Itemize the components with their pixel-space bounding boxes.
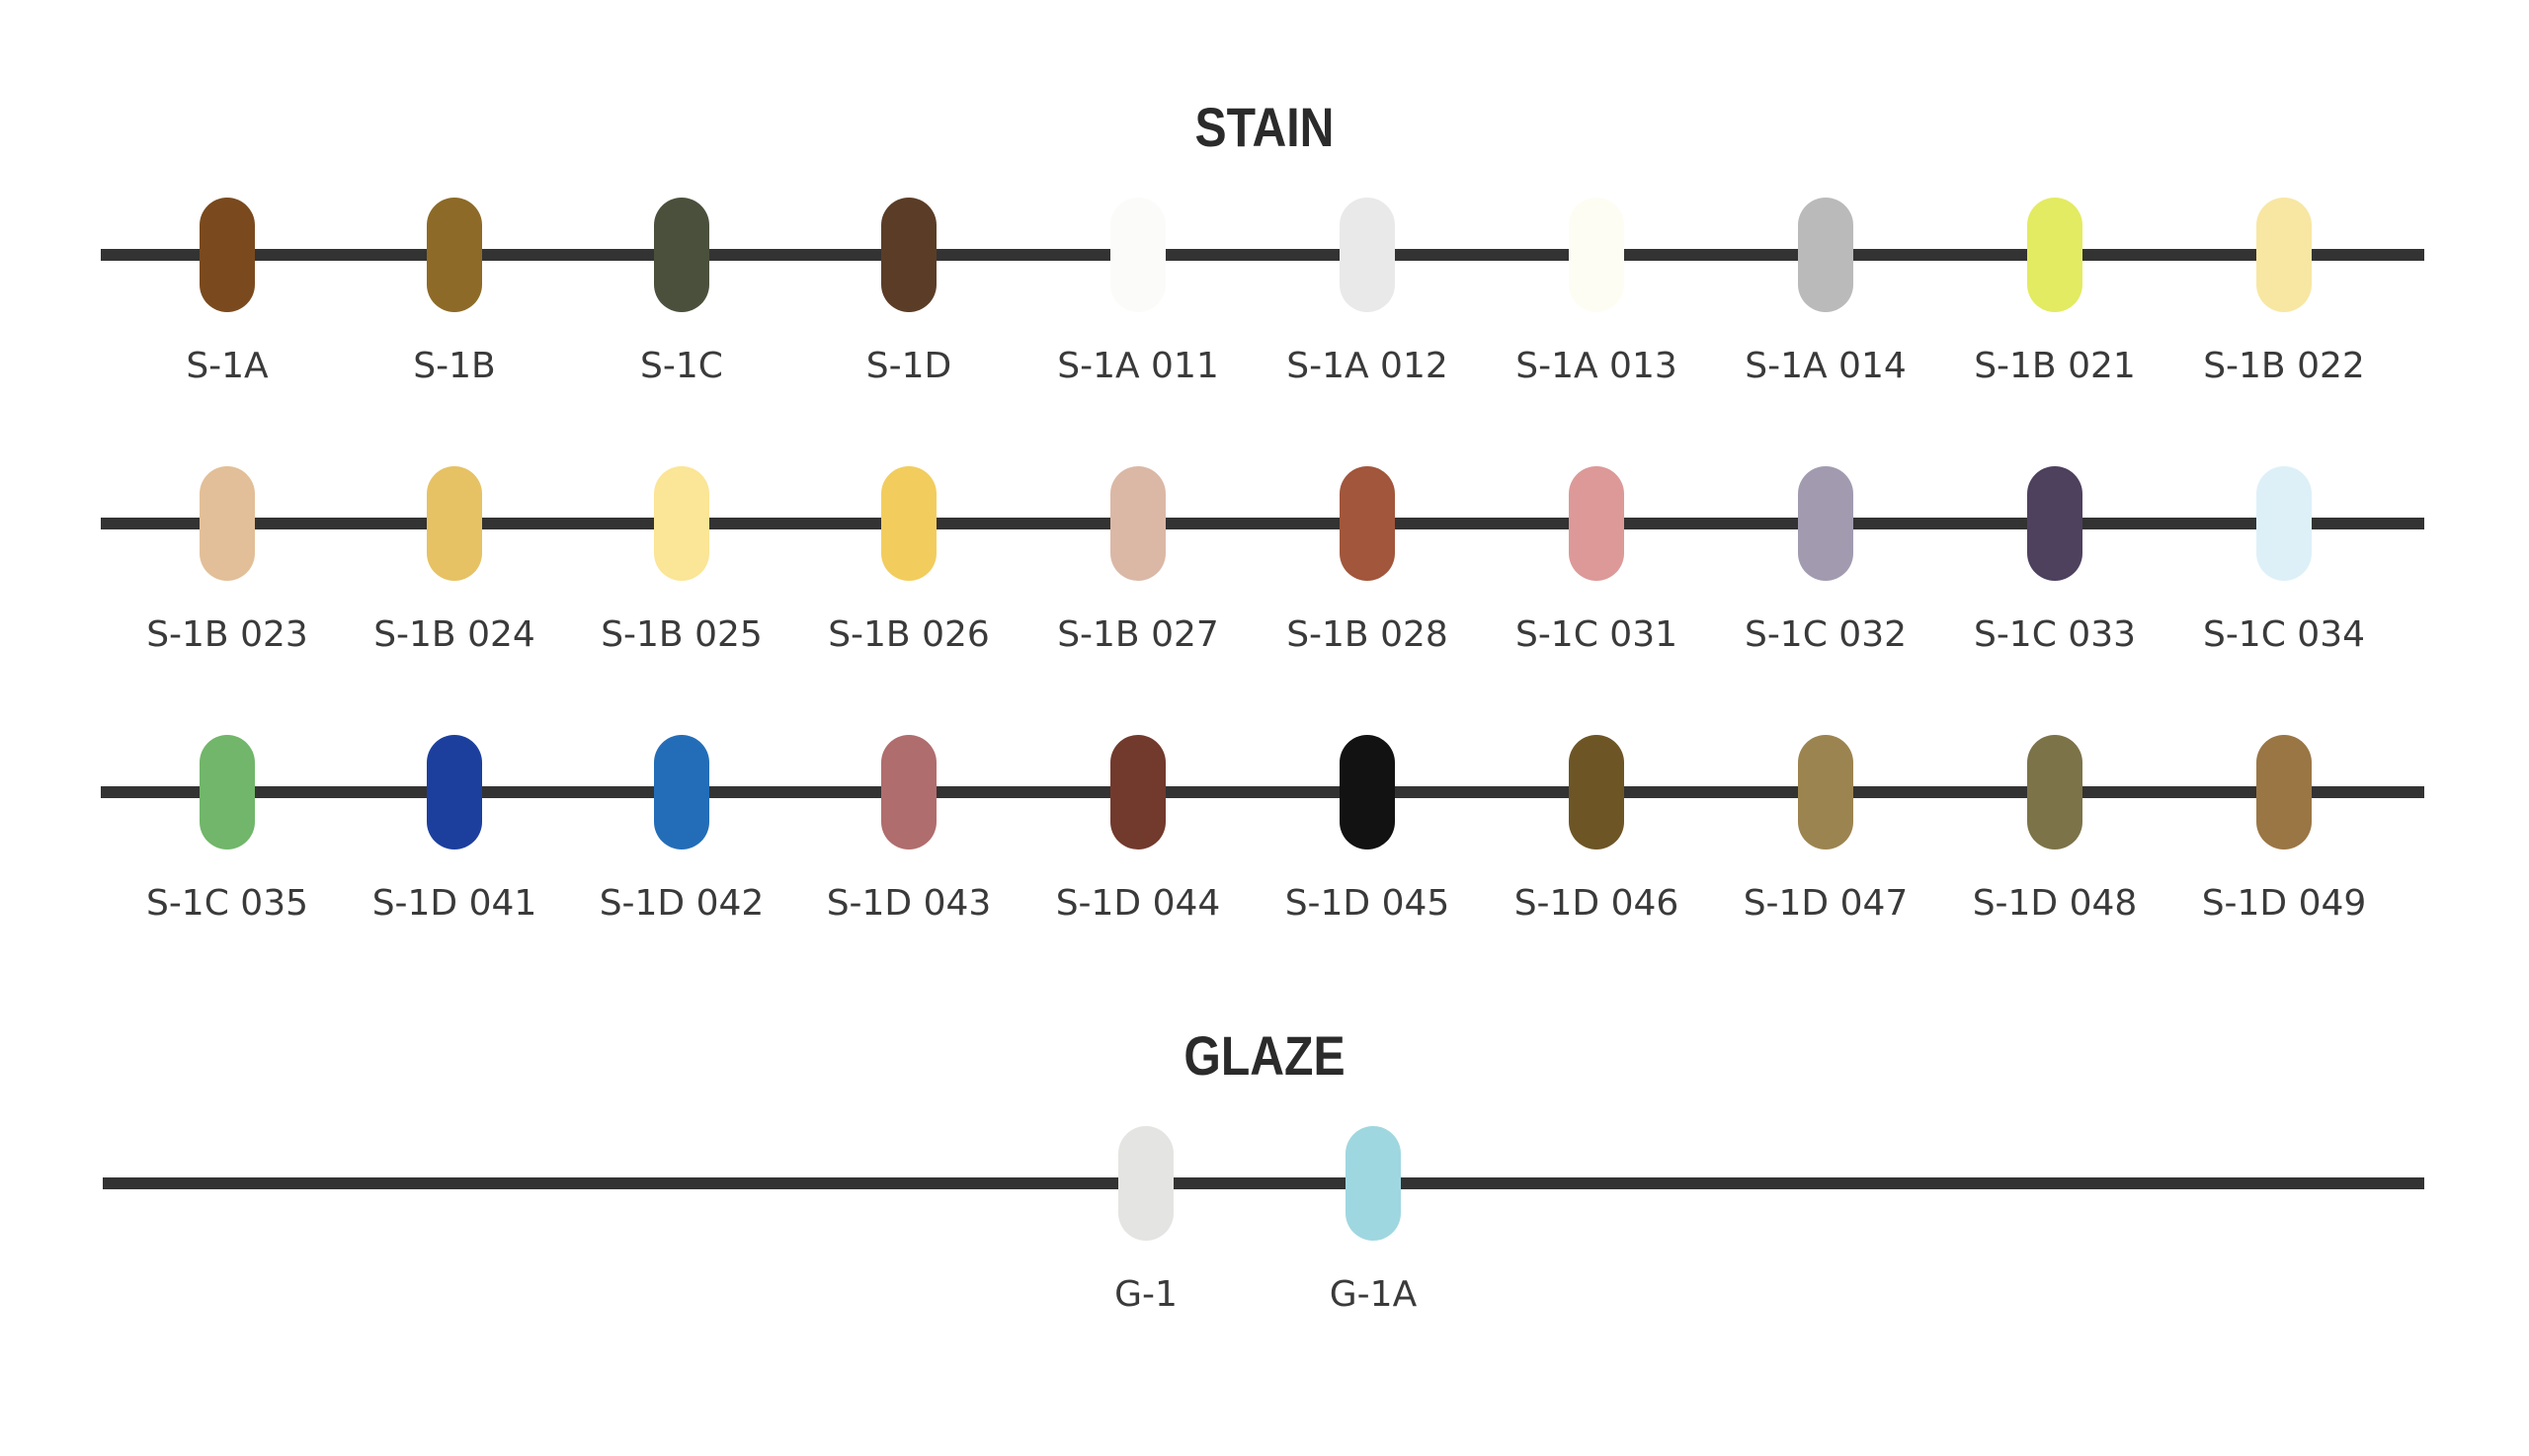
color-swatch: [1110, 735, 1166, 849]
color-swatch: [654, 466, 709, 581]
color-swatch: [2027, 198, 2082, 312]
swatch-code-label: S-1C 031: [1514, 614, 1678, 655]
swatch-code-label: S-1C: [640, 346, 723, 386]
color-swatch: [427, 735, 482, 849]
color-swatch: [881, 735, 937, 849]
color-swatch: [200, 735, 255, 849]
swatch-code-label: S-1A: [186, 346, 269, 386]
swatch-code-label: S-1A 012: [1286, 346, 1448, 386]
swatch-code-label: S-1A 011: [1057, 346, 1219, 386]
swatch-code-label: G-1A: [1329, 1274, 1418, 1315]
stain-section-title: STAIN: [1194, 96, 1335, 158]
color-swatch: [1110, 466, 1166, 581]
swatch-code-label: S-1C 034: [2202, 614, 2366, 655]
color-swatch: [881, 198, 937, 312]
color-swatch: [1340, 466, 1395, 581]
color-swatch: [1340, 198, 1395, 312]
swatch-code-label: S-1B: [413, 346, 496, 386]
swatch-code-label: S-1C 032: [1744, 614, 1908, 655]
color-swatch: [427, 466, 482, 581]
color-swatch: [1798, 466, 1853, 581]
color-swatch: [881, 466, 937, 581]
swatch-code-label: S-1D 048: [1972, 883, 2138, 924]
swatch-code-label: S-1D 046: [1513, 883, 1679, 924]
color-swatch: [1569, 198, 1624, 312]
color-swatch: [1798, 735, 1853, 849]
color-swatch: [2027, 466, 2082, 581]
color-swatch: [1340, 735, 1395, 849]
swatch-code-label: S-1B 025: [601, 614, 763, 655]
color-swatch: [654, 198, 709, 312]
swatch-code-label: S-1B 022: [2203, 346, 2365, 386]
swatch-code-label: S-1B 023: [146, 614, 308, 655]
swatch-code-label: S-1D 049: [2201, 883, 2367, 924]
color-swatch: [2256, 466, 2312, 581]
swatch-code-label: S-1D 047: [1743, 883, 1909, 924]
swatch-code-label: S-1B 027: [1057, 614, 1219, 655]
glaze-section-title: GLAZE: [1183, 1024, 1346, 1087]
swatch-code-label: S-1B 021: [1974, 346, 2136, 386]
swatch-code-label: S-1B 024: [373, 614, 535, 655]
swatch-code-label: S-1D 045: [1284, 883, 1450, 924]
swatch-code-label: S-1D 041: [371, 883, 537, 924]
swatch-code-label: G-1: [1114, 1274, 1178, 1315]
swatch-code-label: S-1D 044: [1055, 883, 1221, 924]
color-swatch: [1569, 735, 1624, 849]
swatch-code-label: S-1A 014: [1745, 346, 1907, 386]
swatch-code-label: S-1D 042: [599, 883, 765, 924]
color-swatch: [1346, 1126, 1401, 1241]
color-swatch: [654, 735, 709, 849]
swatch-code-label: S-1A 013: [1515, 346, 1677, 386]
color-swatch: [427, 198, 482, 312]
swatch-code-label: S-1B 028: [1286, 614, 1448, 655]
swatch-code-label: S-1C 033: [1973, 614, 2137, 655]
color-swatch: [200, 466, 255, 581]
swatch-code-label: S-1D: [865, 346, 952, 386]
swatch-code-label: S-1C 035: [145, 883, 309, 924]
color-swatch: [2027, 735, 2082, 849]
color-swatch: [2256, 735, 2312, 849]
swatch-rail: [103, 1177, 2424, 1189]
color-swatch: [1569, 466, 1624, 581]
swatch-code-label: S-1B 026: [828, 614, 990, 655]
swatch-code-label: S-1D 043: [826, 883, 992, 924]
color-swatch: [1798, 198, 1853, 312]
color-swatch: [1118, 1126, 1174, 1241]
color-swatch: [1110, 198, 1166, 312]
color-swatch: [2256, 198, 2312, 312]
color-swatch: [200, 198, 255, 312]
